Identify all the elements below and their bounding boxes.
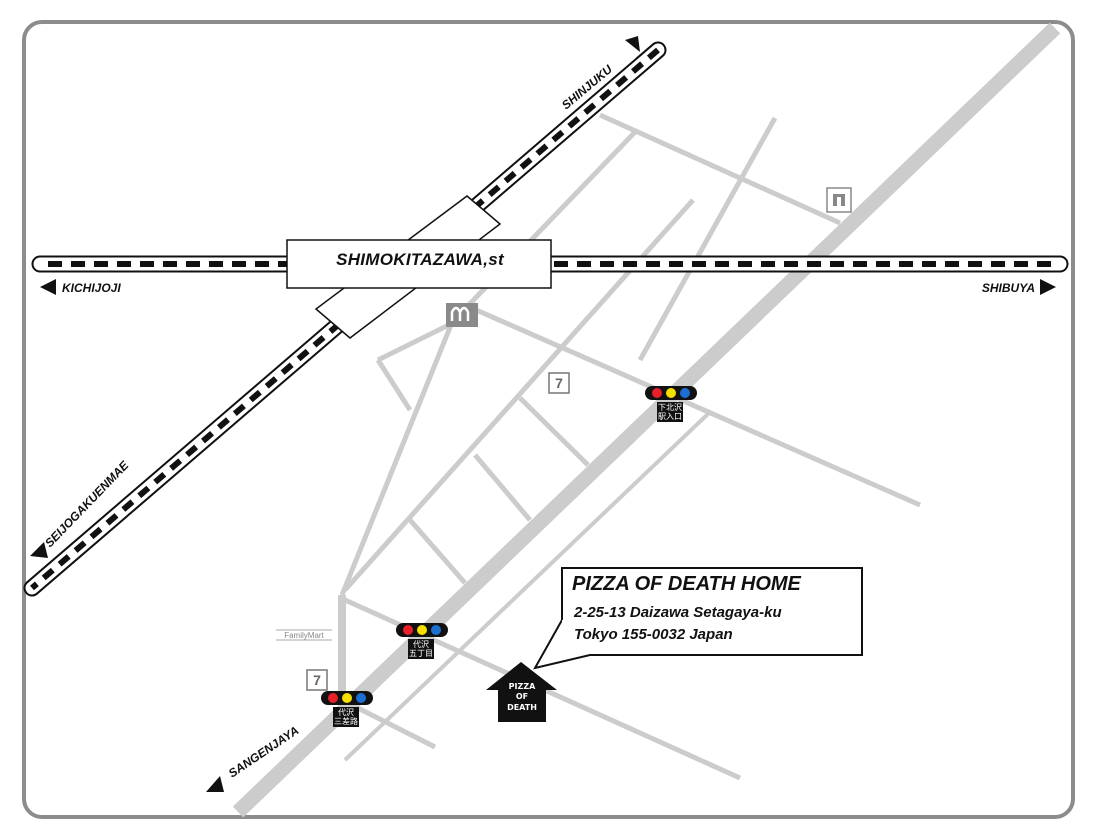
road: [598, 112, 842, 226]
svg-text:PIZZA: PIZZA: [509, 682, 536, 691]
direction-shibuya: SHIBUYA: [982, 281, 1035, 295]
station-name: SHIMOKITAZAWA,st: [336, 250, 504, 269]
svg-text:FamilyMart: FamilyMart: [284, 631, 324, 640]
svg-text:DEATH: DEATH: [507, 703, 537, 712]
address-callout: [533, 567, 863, 670]
traffic-light-label: 代沢: [338, 707, 354, 717]
traffic-light-label: 五丁目: [409, 649, 433, 658]
road: [375, 358, 413, 412]
road: [463, 302, 922, 508]
traffic-light-label: 下北沢: [658, 403, 682, 412]
destination-house-icon: PIZZA OF DEATH: [486, 662, 557, 722]
direction-kichijoji: KICHIJOJI: [62, 281, 121, 295]
road: [473, 453, 532, 522]
road: [637, 116, 778, 362]
road: [339, 314, 458, 596]
svg-text:7: 7: [313, 672, 321, 688]
traffic-light: 代沢 五丁目: [396, 623, 448, 659]
arrow-right-icon: [1040, 279, 1056, 295]
roads: [232, 22, 1061, 818]
familymart-logo: FamilyMart: [276, 629, 332, 641]
traffic-light: 下北沢 駅入口: [645, 386, 697, 422]
traffic-light-label: 駅入口: [658, 412, 682, 421]
station-building: [286, 195, 552, 339]
main-road: [232, 22, 1061, 818]
traffic-light-label: 三差路: [334, 716, 358, 726]
destination-title: PIZZA OF DEATH HOME: [572, 573, 801, 595]
lawson-icon: [826, 187, 852, 213]
road: [518, 396, 590, 467]
mcdonalds-icon: [446, 303, 478, 327]
road: [408, 518, 467, 585]
arrow-down-left-icon: [30, 542, 48, 558]
address-line-2: Tokyo 155-0032 Japan: [574, 626, 733, 643]
svg-text:7: 7: [555, 375, 563, 391]
traffic-light-label: 代沢: [413, 639, 429, 649]
arrow-down-left-icon: [206, 776, 224, 792]
svg-text:OF: OF: [516, 692, 528, 701]
seven-eleven-icon: 7: [306, 669, 328, 691]
seven-eleven-icon: 7: [548, 372, 570, 394]
arrow-up-right-icon: [625, 36, 640, 52]
address-line-1: 2-25-13 Daizawa Setagaya-ku: [574, 604, 782, 621]
arrow-left-icon: [40, 279, 56, 295]
road: [343, 410, 712, 762]
traffic-light: 代沢 三差路: [321, 691, 373, 727]
